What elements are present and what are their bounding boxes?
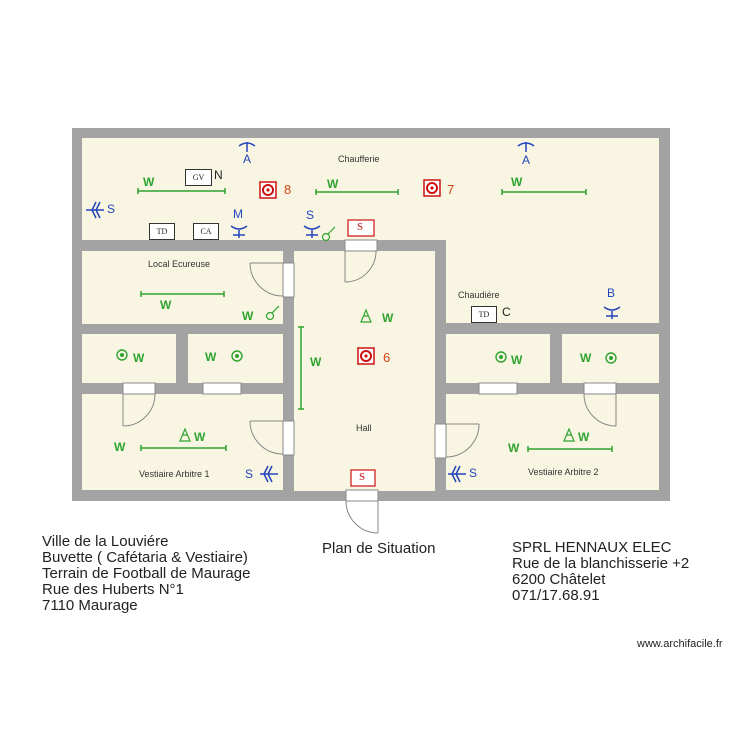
light-label: W (194, 430, 206, 444)
detector-number: 8 (284, 182, 292, 197)
room-wc-1 (82, 334, 176, 383)
light-label: W (511, 353, 523, 367)
room-label-vestiaire-1: Vestiaire Arbitre 1 (139, 469, 210, 479)
light-label: W (382, 311, 394, 325)
outlet-label-a: A (522, 153, 531, 167)
socket-boxes (347, 219, 376, 487)
watermark: www.archifacile.fr (637, 638, 723, 650)
outlet-label-s: S (107, 202, 116, 216)
light-label: W (242, 309, 254, 323)
light-label: W (310, 355, 322, 369)
light-label: W (327, 177, 339, 191)
light-label: W (114, 440, 126, 454)
outlet-label-s: S (245, 467, 254, 481)
light-label: W (205, 350, 217, 364)
room-wc-2 (188, 334, 283, 383)
ca-box: CA (193, 223, 219, 240)
ceiling-lights (116, 349, 617, 364)
td-box: TD (149, 223, 175, 240)
client-line: Buvette ( Cafétaria & Vestiaire) (42, 549, 248, 566)
room-label-chaudiere: Chaudiére (458, 290, 500, 300)
outlet-label-s: S (469, 466, 478, 480)
room-vestiaire-1 (82, 394, 283, 490)
light-label: W (143, 175, 155, 189)
light-label: W (511, 175, 523, 189)
outlet-label-a: A (243, 152, 252, 166)
detector-number: 6 (383, 350, 391, 365)
contractor-line: Rue de la blanchisserie +2 (512, 555, 690, 572)
room-label-hall: Hall (356, 423, 372, 433)
room-label-vestiaire-2: Vestiaire Arbitre 2 (528, 467, 599, 477)
room-vestiaire-2 (446, 394, 659, 490)
detector-number: 7 (447, 182, 455, 197)
contractor-line: 6200 Châtelet (512, 571, 606, 588)
client-line: Rue des Huberts N°1 (42, 581, 184, 598)
switches (265, 226, 336, 321)
room-wc-3 (446, 334, 550, 383)
client-address: Ville de la Louviére Buvette ( Cafétaria… (42, 534, 250, 614)
light-label: W (580, 351, 592, 365)
outlet-label-b: B (607, 286, 616, 300)
socket-label: S (359, 471, 366, 483)
client-line: 7110 Maurage (42, 597, 138, 614)
client-line: Ville de la Louviére (42, 533, 169, 550)
client-line: Terrain de Football de Maurage (42, 565, 251, 582)
light-label: W (578, 430, 590, 444)
contractor-address: SPRL HENNAUX ELEC Rue de la blanchisseri… (512, 540, 689, 604)
socket-label: S (357, 221, 364, 233)
light-lines (137, 188, 613, 452)
wall-lights (179, 308, 575, 442)
light-label: W (508, 441, 520, 455)
room-local-ecureuse (82, 251, 283, 324)
room-hall (294, 251, 435, 491)
td-letter-c: C (502, 305, 511, 319)
room-label-local-ecureuse: Local Ecureuse (148, 259, 211, 269)
td-box-chaudiere: TD (471, 306, 497, 323)
gv-letter-n: N (214, 168, 223, 182)
contractor-line: SPRL HENNAUX ELEC (512, 539, 672, 556)
outlet-label-s: S (306, 208, 315, 222)
contractor-line: 071/17.68.91 (512, 587, 600, 604)
room-label-chaufferie: Chaufferie (338, 154, 380, 164)
fire-detectors (259, 179, 441, 365)
light-label: W (160, 298, 172, 312)
outlet-symbols (86, 142, 621, 483)
light-label: W (133, 351, 145, 365)
plan-title: Plan de Situation (322, 540, 436, 557)
gv-box: GV (185, 169, 212, 186)
outlet-label-m: M (233, 207, 243, 221)
